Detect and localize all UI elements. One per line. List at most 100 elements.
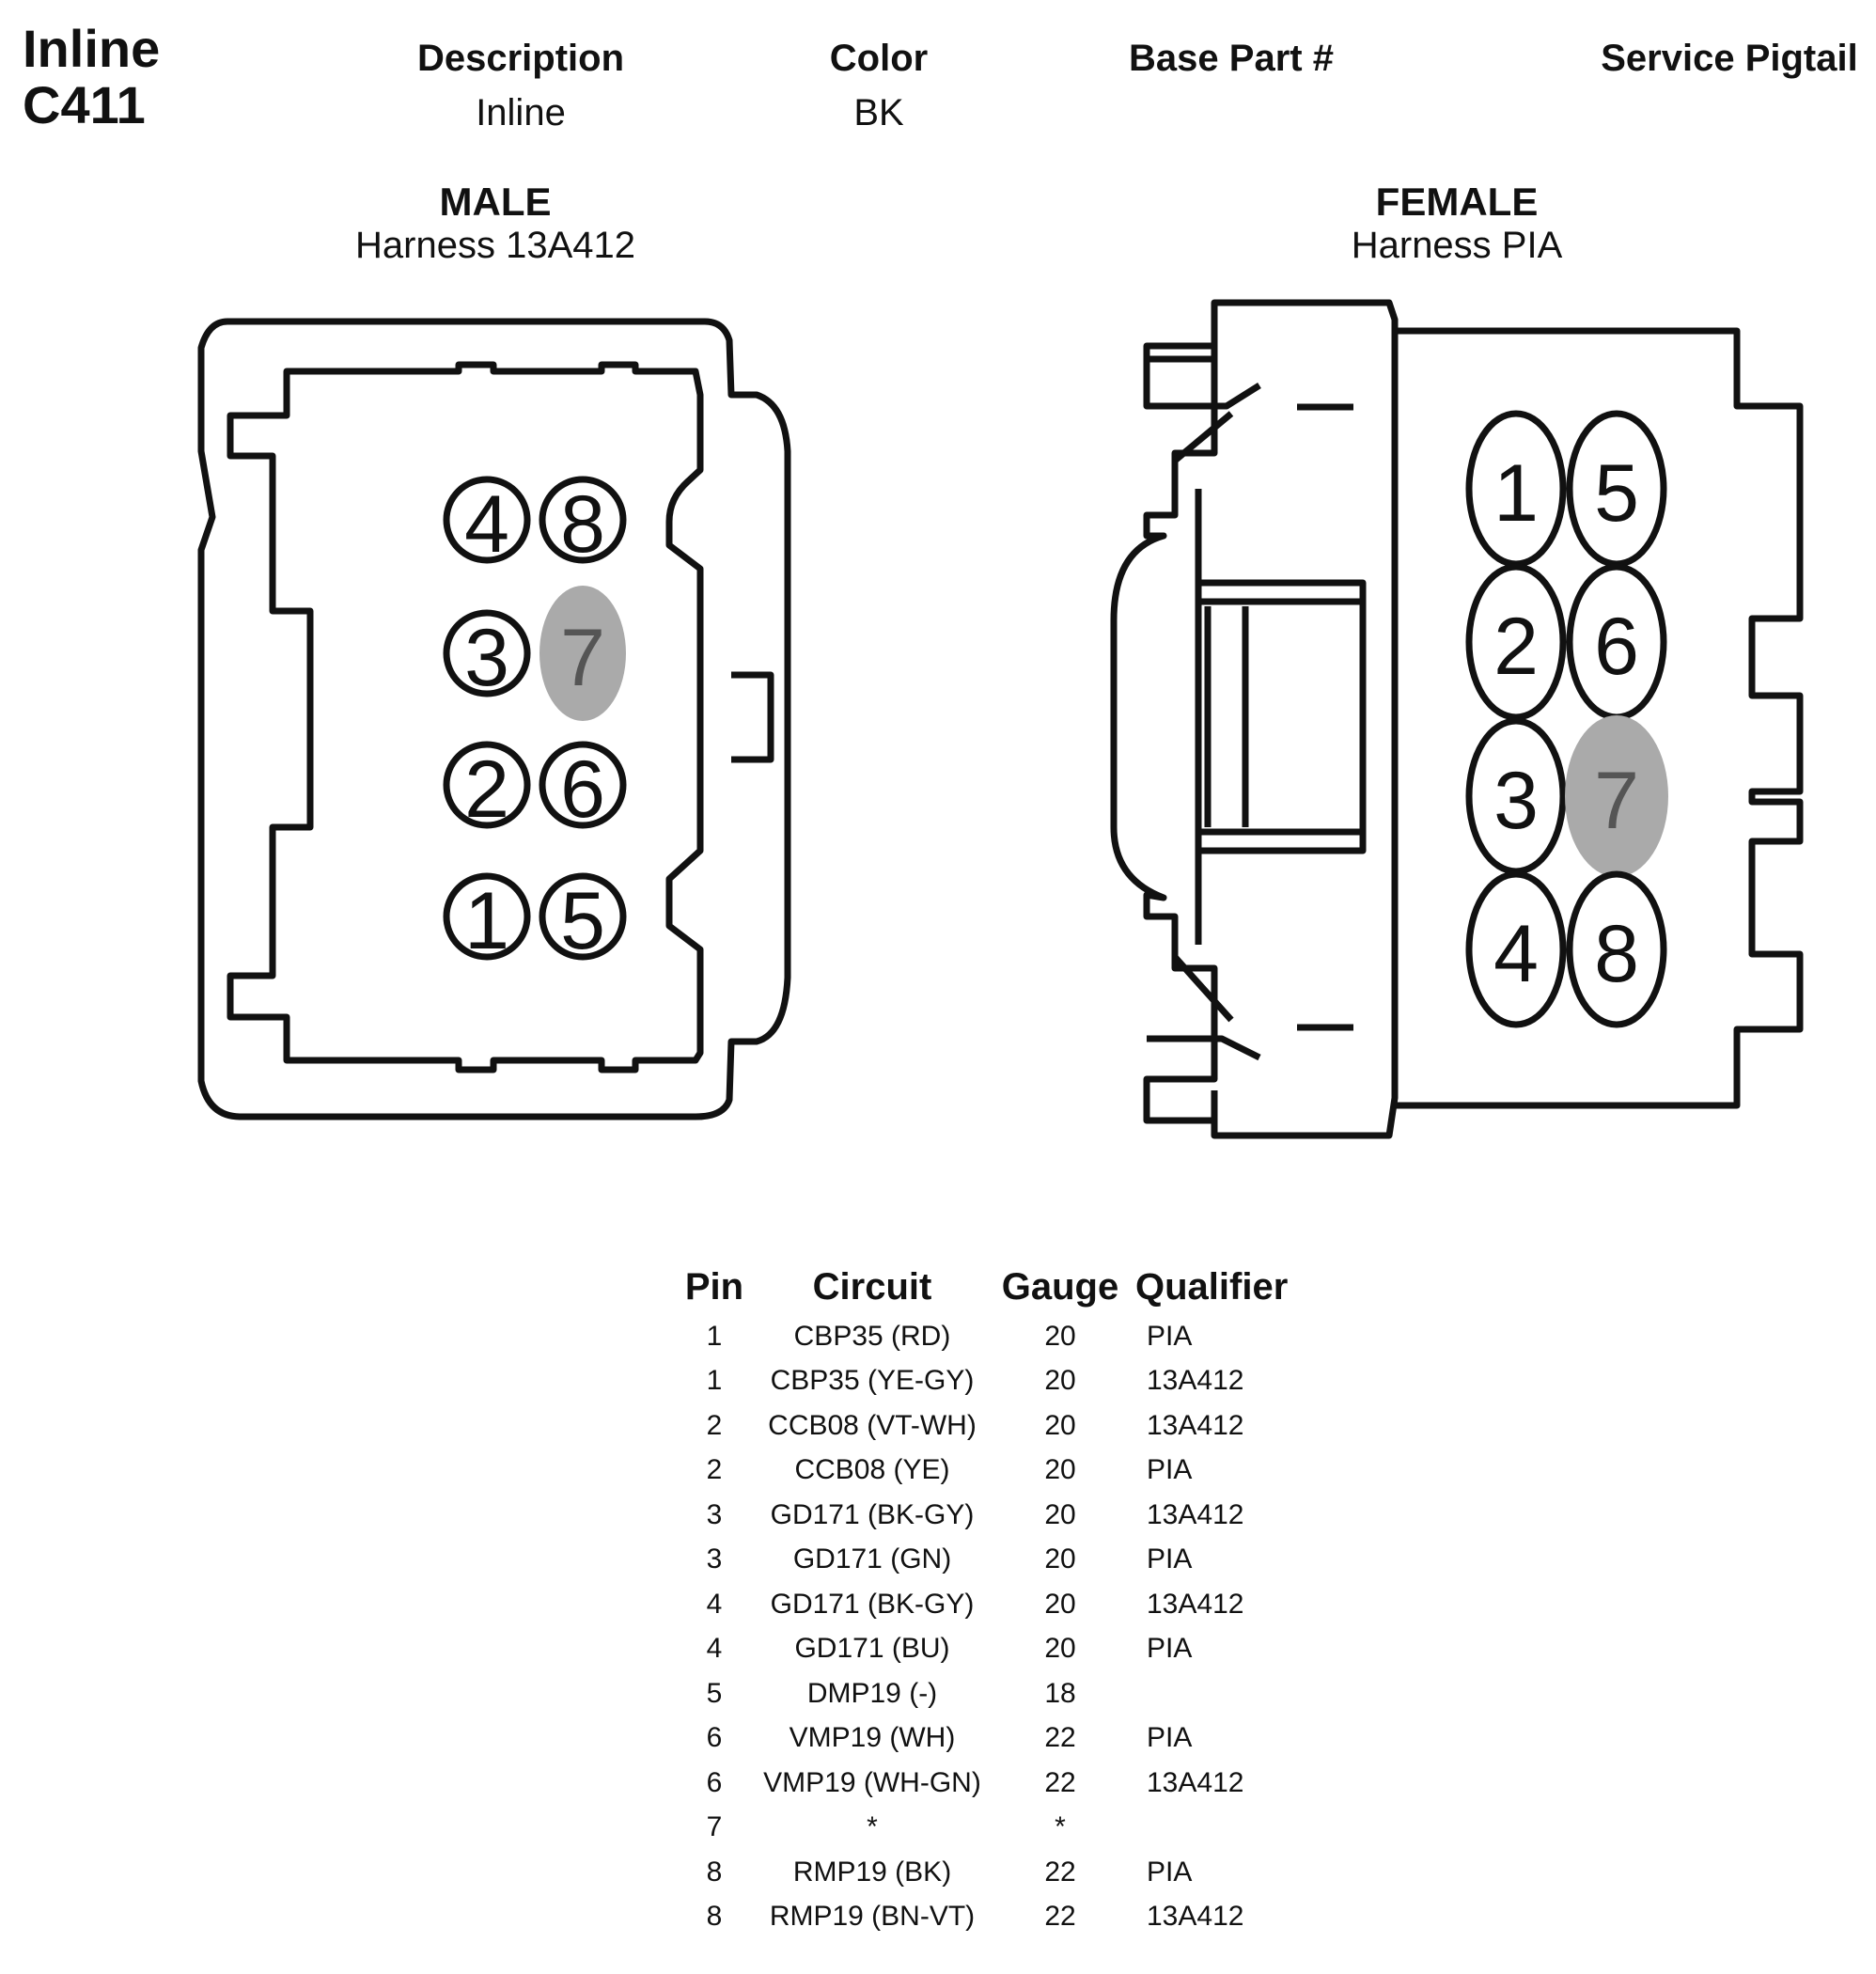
cell-qualifier: PIA [1147, 1633, 1193, 1665]
cell-gauge: * [1055, 1811, 1066, 1843]
cell-circuit: DMP19 (-) [806, 1677, 938, 1709]
cell-gauge: 22 [1044, 1722, 1076, 1754]
cell-qualifier: PIA [1147, 1454, 1193, 1486]
female-pin-label: 4 [1493, 909, 1539, 999]
male-pin-label: 1 [464, 876, 509, 966]
cell-gauge: 20 [1044, 1409, 1076, 1441]
cell-gauge: 20 [1044, 1543, 1076, 1575]
cell-qualifier [1135, 1671, 1335, 1716]
female-pin-4: 4 [1465, 870, 1567, 1028]
cell-circuit: GD171 (GN) [792, 1543, 952, 1575]
female-pin-label: 5 [1594, 448, 1639, 539]
cell-circuit: CCB08 (YE) [794, 1454, 950, 1486]
male-pin-4: 4 [443, 476, 531, 570]
cell-pin: 2 [706, 1409, 723, 1441]
cell-circuit: VMP19 (WH-GN) [763, 1766, 981, 1798]
cell-pin: 8 [706, 1901, 723, 1933]
female-pin-label: 1 [1493, 448, 1539, 539]
male-title: MALE [439, 180, 552, 224]
cell-pin: 3 [706, 1543, 723, 1575]
cell-pin: 4 [706, 1633, 723, 1665]
cell-pin: 6 [706, 1766, 723, 1798]
header-col-value: BK [853, 92, 904, 133]
cell-pin: 1 [706, 1320, 723, 1352]
header-col-service-pigtail: Service Pigtail [1551, 36, 1876, 90]
male-pin-label: 6 [560, 744, 605, 835]
cell-circuit: GD171 (BK-GY) [770, 1588, 975, 1620]
table-row: 2 CCB08 (VT-WH) 20 13A412 [669, 1403, 1335, 1449]
male-pin-6: 6 [539, 741, 627, 835]
female-title: FEMALE [1375, 180, 1539, 224]
cell-gauge: 22 [1044, 1901, 1076, 1933]
connector-id: C411 [23, 75, 146, 134]
cell-gauge: 20 [1044, 1320, 1076, 1352]
female-pin-3: 3 [1465, 717, 1567, 875]
male-pin-label: 5 [560, 876, 605, 966]
cell-circuit: CCB08 (VT-WH) [768, 1409, 977, 1441]
male-pins: 4 8 3 7 2 6 1 5 [443, 476, 627, 966]
header-col-base-part: Base Part # [1062, 36, 1400, 90]
male-pin-label: 8 [560, 479, 605, 570]
connector-type: Inline [23, 19, 161, 78]
male-pin-3: 3 [443, 609, 531, 703]
cell-gauge: 20 [1044, 1633, 1076, 1665]
cell-qualifier: PIA [1147, 1722, 1193, 1754]
cell-circuit: CBP35 (RD) [793, 1320, 951, 1352]
cell-circuit: GD171 (BK-GY) [770, 1498, 975, 1530]
table-row: 6 VMP19 (WH) 22 PIA [669, 1716, 1335, 1762]
cell-circuit: RMP19 (BK) [792, 1856, 952, 1888]
female-pin-label: 8 [1594, 909, 1639, 999]
female-pin-7-highlighted: 7 [1565, 715, 1668, 877]
male-pin-1: 1 [443, 872, 531, 966]
female-pin-label: 6 [1594, 602, 1639, 692]
male-connector-body [197, 318, 791, 1120]
cell-gauge: 20 [1044, 1588, 1076, 1620]
header-circuit: Circuit [812, 1265, 932, 1308]
header-col-label: Service Pigtail [1601, 38, 1858, 79]
female-pin-label: 3 [1493, 756, 1539, 846]
cell-gauge: 20 [1044, 1498, 1076, 1530]
header-col-label: Color [829, 38, 929, 79]
cell-qualifier: PIA [1147, 1320, 1193, 1352]
cell-qualifier: 13A412 [1147, 1588, 1244, 1620]
cell-circuit: VMP19 (WH) [789, 1722, 956, 1754]
cell-gauge: 22 [1044, 1856, 1076, 1888]
male-pin-label: 3 [464, 613, 509, 703]
male-pin-8: 8 [539, 476, 627, 570]
cell-circuit: * [867, 1811, 878, 1843]
cell-pin: 1 [706, 1365, 723, 1397]
cell-gauge: 20 [1044, 1454, 1076, 1486]
cell-qualifier: 13A412 [1147, 1409, 1244, 1441]
cell-gauge: 18 [1044, 1677, 1076, 1709]
connector-diagram: 4 8 3 7 2 6 1 5 [197, 299, 1804, 1139]
female-heading: FEMALE Harness PIA [1222, 180, 1692, 267]
header-col-label: Base Part # [1129, 38, 1334, 79]
male-pin-7-highlighted: 7 [539, 586, 626, 721]
connector-title: Inline C411 [23, 21, 160, 133]
cell-gauge: 20 [1044, 1365, 1076, 1397]
cell-qualifier: PIA [1147, 1856, 1193, 1888]
header-col-value: Inline [476, 92, 566, 133]
cell-qualifier [1135, 1806, 1335, 1851]
cell-qualifier: 13A412 [1147, 1365, 1244, 1397]
header-col-description: Description Inline [352, 36, 690, 135]
female-pin-2: 2 [1465, 563, 1567, 721]
male-pin-label: 4 [464, 479, 509, 570]
cell-pin: 6 [706, 1722, 723, 1754]
female-pins: 1 5 2 6 3 7 4 8 [1465, 410, 1668, 1028]
header-col-color: Color BK [710, 36, 1048, 135]
table-row: 1 CBP35 (RD) 20 PIA [669, 1314, 1335, 1359]
cell-qualifier: 13A412 [1147, 1498, 1244, 1530]
male-pin-label: 2 [464, 744, 509, 835]
female-pin-8: 8 [1566, 870, 1667, 1028]
female-pin-5: 5 [1566, 410, 1667, 568]
header-col-label: Description [416, 38, 625, 79]
